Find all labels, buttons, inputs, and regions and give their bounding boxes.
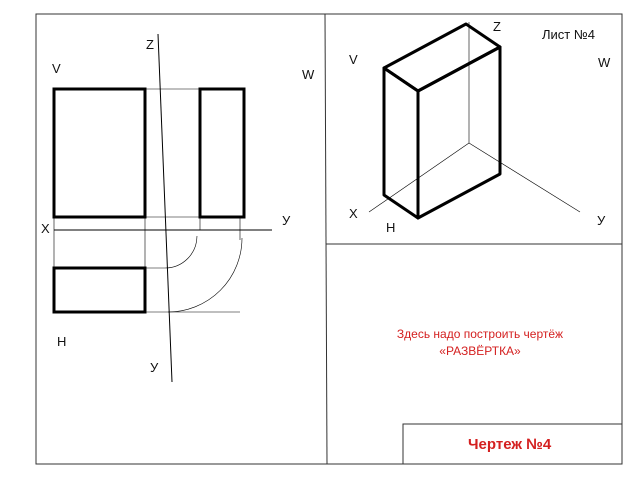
iso-axes (368, 22, 581, 213)
title-block (402, 423, 623, 465)
left-axis-y-right-label: У (282, 213, 291, 228)
sheet-number-label: Лист №4 (542, 27, 596, 42)
right-plane-w-label: W (598, 55, 611, 70)
instruction-note: Здесь надо построить чертёж «РАЗВЁРТКА» (360, 326, 600, 361)
instruction-note-line1: Здесь надо построить чертёж (396, 327, 564, 341)
left-axis-x-label: X (41, 221, 50, 236)
left-axis-z-label: Z (146, 37, 154, 52)
right-plane-v-label: V (349, 52, 358, 67)
frame-divider-vertical (324, 13, 328, 465)
right-axis-z-label: Z (493, 19, 501, 34)
drawing-title: Чертеж №4 (468, 436, 552, 453)
front-view-rect (52, 87, 147, 219)
iso-box (382, 22, 502, 220)
right-axis-y-label: У (597, 213, 606, 228)
right-axis-x-label: X (349, 206, 358, 221)
left-plane-w-label: W (302, 67, 315, 82)
sheet-frame (35, 13, 623, 465)
left-plane-h-label: H (57, 334, 67, 349)
projection-lines (53, 88, 243, 313)
left-axis-y-bottom-label: У (150, 360, 159, 375)
right-plane-h-label: H (386, 220, 396, 235)
top-view-rect (52, 266, 147, 314)
left-plane-v-label: V (52, 61, 61, 76)
axis-z-line (157, 33, 173, 383)
side-view-rect (198, 87, 246, 219)
instruction-note-line2: «РАЗВЁРТКА» (439, 344, 521, 359)
